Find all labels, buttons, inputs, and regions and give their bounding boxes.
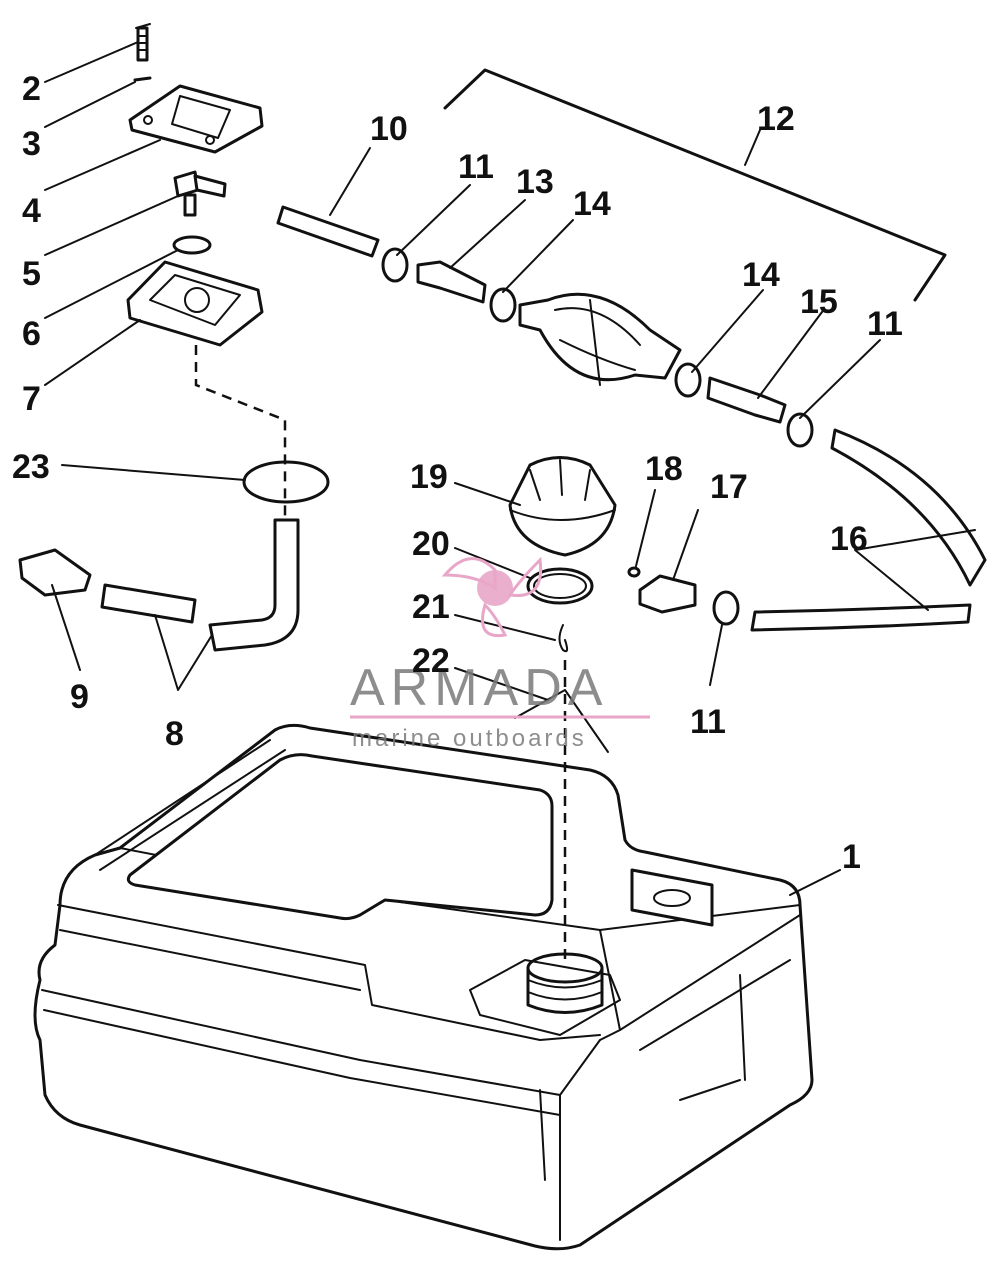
clamp-14-right <box>674 362 702 398</box>
callout-1: 1 <box>842 838 861 876</box>
connector-base-plate <box>126 260 264 347</box>
callout-17: 17 <box>710 468 748 506</box>
filter-screen <box>18 548 92 597</box>
callout-8: 8 <box>165 715 184 753</box>
callout-10: 10 <box>370 110 408 148</box>
vent-fitting <box>638 574 697 614</box>
o-ring-small <box>172 235 212 255</box>
watermark: ARMADA marine outboards <box>350 556 650 752</box>
callout-13: 13 <box>516 163 554 201</box>
cap-retainer-clip <box>558 624 569 653</box>
callout-4: 4 <box>22 192 41 230</box>
callout-6: 6 <box>22 315 41 353</box>
pickup-tube <box>208 518 300 652</box>
callout-2: 2 <box>22 70 41 108</box>
fuel-hose-short <box>276 205 380 258</box>
callout-23: 23 <box>12 448 50 486</box>
bracket-12 <box>443 68 947 302</box>
watermark-brand: ARMADA <box>350 659 608 717</box>
hose-clamp-lower <box>712 590 740 626</box>
lockwasher <box>133 76 152 82</box>
tube-segment <box>100 583 197 624</box>
callout-3: 3 <box>22 125 41 163</box>
hose-clamp-right <box>786 412 814 448</box>
screw <box>135 23 151 62</box>
hose-clamp <box>381 247 409 283</box>
fuel-elbow-fitting <box>173 170 227 217</box>
retainer-plate <box>128 84 264 154</box>
o-ring-tiny <box>627 566 641 578</box>
callout-5: 5 <box>22 255 41 293</box>
callout-20: 20 <box>412 525 450 563</box>
fuel-tank <box>33 723 814 1251</box>
callout-12: 12 <box>757 100 795 138</box>
leader-lines <box>44 41 976 896</box>
callout-21: 21 <box>412 588 450 626</box>
callout-14-a: 14 <box>573 185 611 223</box>
watermark-tagline: marine outboards <box>352 725 587 752</box>
filler-cap <box>508 456 617 557</box>
primer-bulb <box>518 292 682 386</box>
check-valve-outlet <box>706 376 787 424</box>
callout-15: 15 <box>800 283 838 321</box>
callout-16: 16 <box>830 520 868 558</box>
callout-14-b: 14 <box>742 256 780 294</box>
check-valve-inlet <box>416 260 487 304</box>
callout-7: 7 <box>22 380 41 418</box>
propeller-logo <box>441 556 543 638</box>
clamp-14-left <box>489 287 517 323</box>
callout-9: 9 <box>70 678 89 716</box>
cap-chain <box>514 689 609 753</box>
fuel-hose-long <box>750 428 987 632</box>
callout-11-b: 11 <box>867 305 903 343</box>
callout-labels: 1 2 3 4 5 6 7 23 9 8 10 11 13 14 12 14 1… <box>12 70 903 876</box>
callout-11-c: 11 <box>690 703 726 741</box>
callout-19: 19 <box>410 458 448 496</box>
callout-22: 22 <box>412 642 450 680</box>
callout-11-a: 11 <box>458 148 494 186</box>
cap-gasket <box>526 567 594 605</box>
o-ring-large <box>242 460 330 504</box>
callout-18: 18 <box>645 450 683 488</box>
